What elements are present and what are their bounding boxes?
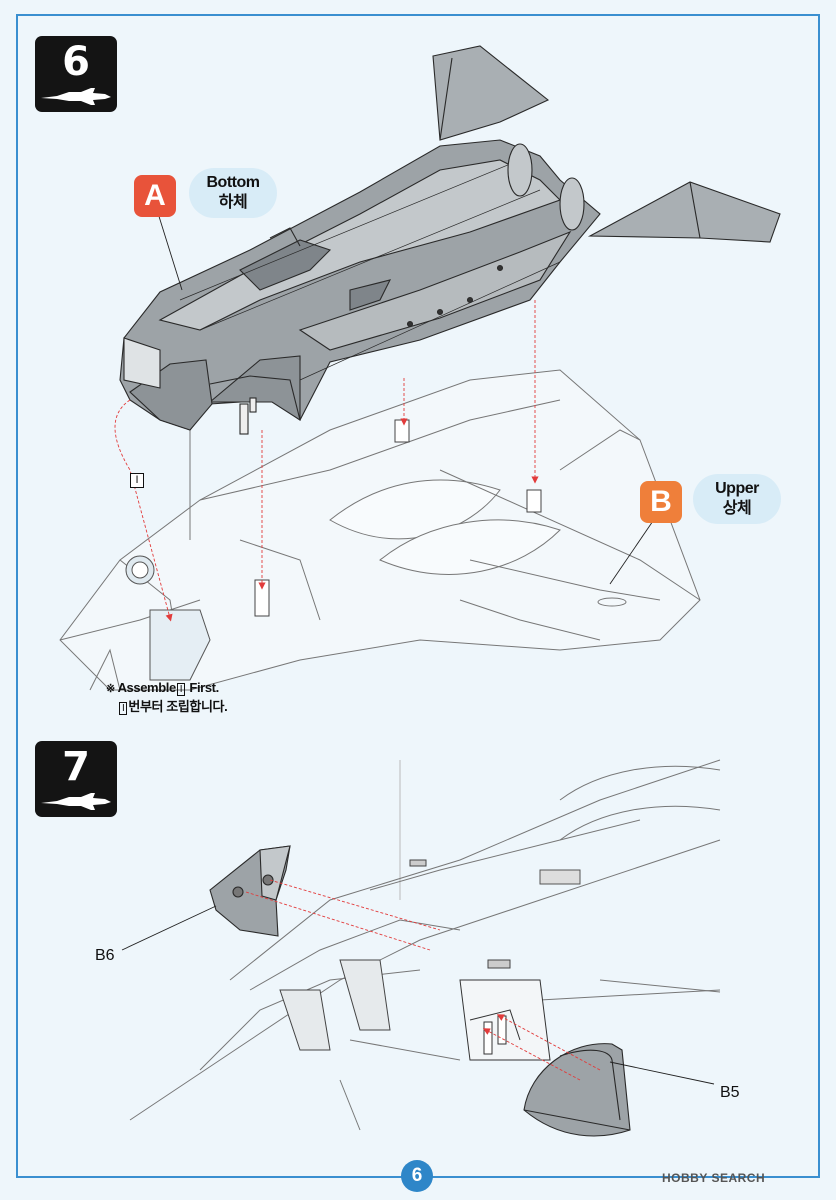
callout-a-bubble: Bottom 하체 xyxy=(189,168,277,218)
callout-leaders xyxy=(156,209,656,585)
step6-guide-lines xyxy=(114,300,539,622)
part-leaders xyxy=(121,905,715,1085)
step7-drawing xyxy=(129,759,721,1131)
note-suffix: First. xyxy=(189,680,219,695)
part-label-b6: B6 xyxy=(95,947,115,964)
note-box: I xyxy=(176,683,186,696)
step-number: 7 xyxy=(62,744,90,790)
upper-body-drawing xyxy=(59,369,701,691)
page-number: 6 xyxy=(401,1160,433,1192)
callout-b-korean: 상체 xyxy=(722,500,752,517)
jet-silhouette-icon xyxy=(41,88,111,105)
note-symbol: ※ xyxy=(106,683,115,695)
callout-a-badge: A xyxy=(134,175,176,217)
subassembly-tag: I xyxy=(130,473,144,488)
note-box-2: I xyxy=(119,702,128,715)
note-prefix: Assemble xyxy=(117,680,177,695)
callout-a-korean: 하체 xyxy=(218,194,248,211)
jet-silhouette-icon xyxy=(41,793,111,810)
part-label-b5: B5 xyxy=(720,1084,740,1101)
step-6-badge: 6 xyxy=(35,36,117,112)
note-korean: 번부터 조립합니다. xyxy=(128,699,228,714)
part-b6-drawing xyxy=(209,845,291,937)
watermark: HOBBY SEARCH xyxy=(662,1171,766,1185)
step-7-badge: 7 xyxy=(35,741,117,817)
step-number: 6 xyxy=(62,39,90,85)
callout-b-english: Upper xyxy=(715,480,759,497)
part-b5-drawing xyxy=(523,1043,631,1137)
callout-b-bubble: Upper 상체 xyxy=(693,474,781,524)
callout-b-badge: B xyxy=(640,481,682,523)
bottom-body-drawing xyxy=(119,45,781,435)
step7-guide-lines xyxy=(245,879,601,1081)
callout-a-english: Bottom xyxy=(206,174,260,191)
